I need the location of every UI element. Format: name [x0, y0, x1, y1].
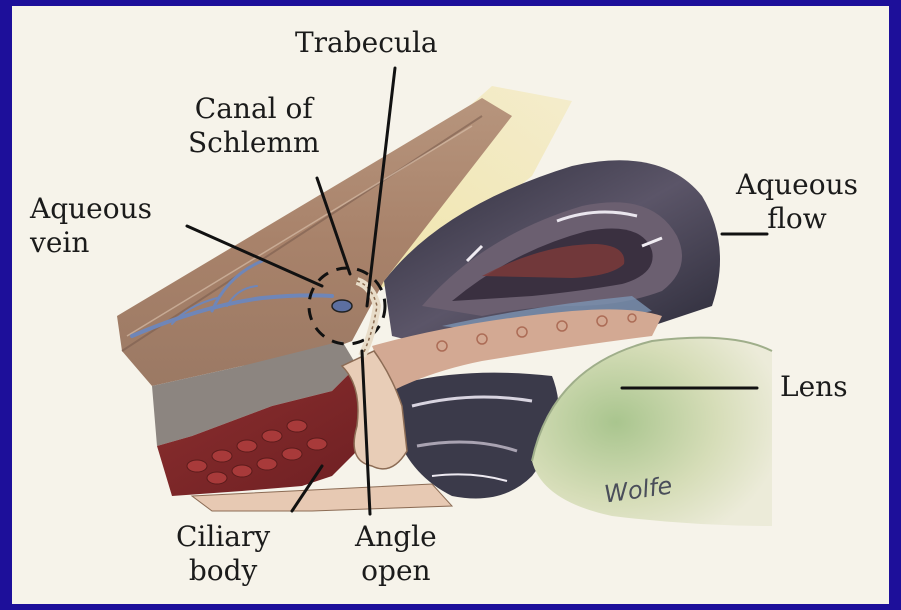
eye-angle-illustration	[12, 6, 889, 604]
label-trabecula: Trabecula	[295, 26, 438, 60]
label-angle-line1: Angle	[355, 520, 437, 554]
label-aqueous-flow: Aqueous flow	[736, 168, 858, 236]
label-aqueous-vein: Aqueous vein	[30, 192, 152, 260]
label-aqueous-vein-line1: Aqueous	[30, 192, 152, 226]
label-canal-line2: Schlemm	[188, 126, 320, 160]
slide-panel: Trabecula Canal of Schlemm Aqueous vein …	[12, 6, 889, 604]
label-ciliary-line1: Ciliary	[176, 520, 270, 554]
posterior-iris	[392, 373, 559, 499]
label-canal-line1: Canal of	[188, 92, 320, 126]
label-ciliary-body: Ciliary body	[176, 520, 270, 588]
label-angle-open: Angle open	[355, 520, 437, 588]
label-lens: Lens	[780, 370, 848, 404]
label-aqueous-flow-line1: Aqueous	[736, 168, 858, 202]
label-canal-of-schlemm: Canal of Schlemm	[188, 92, 320, 160]
label-angle-line2: open	[355, 554, 437, 588]
label-aqueous-flow-line2: flow	[736, 202, 858, 236]
label-aqueous-vein-line2: vein	[30, 226, 152, 260]
label-ciliary-line2: body	[176, 554, 270, 588]
label-trabecula-text: Trabecula	[295, 26, 438, 59]
label-lens-text: Lens	[780, 370, 848, 403]
